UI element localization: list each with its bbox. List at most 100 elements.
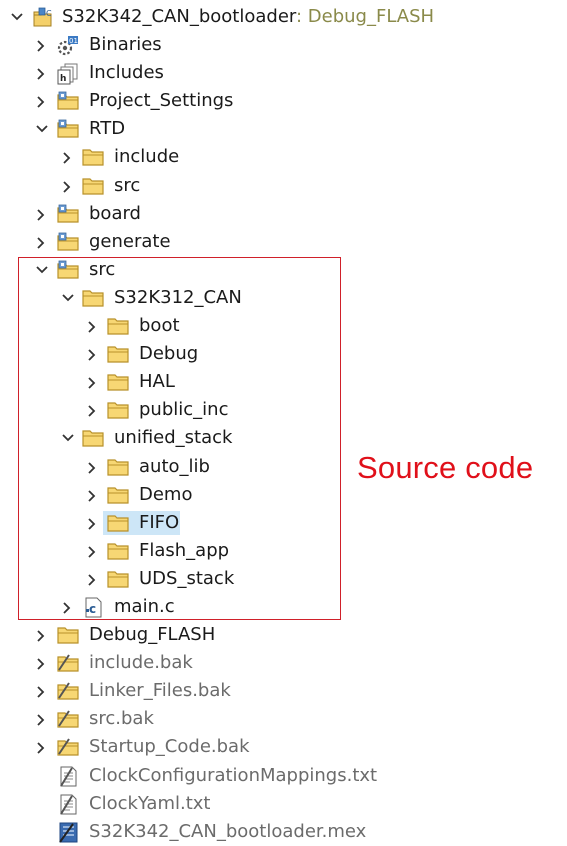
tree-label: Startup_Code.bak	[89, 736, 250, 758]
tree-row-public-inc[interactable]: public_inc	[0, 396, 567, 424]
tree-label: public_inc	[139, 399, 229, 421]
source-folder-icon	[57, 260, 79, 280]
chevron-right-icon[interactable]	[35, 59, 49, 87]
folder-icon	[107, 372, 129, 392]
tree-row-rtd[interactable]: RTD	[0, 115, 567, 143]
chevron-right-icon[interactable]	[35, 733, 49, 761]
source-folder-icon	[57, 91, 79, 111]
tree-label: src	[114, 174, 141, 196]
chevron-down-icon[interactable]	[35, 256, 49, 284]
tree-row-startup-code-bak[interactable]: Startup_Code.bak	[0, 733, 567, 761]
tree-label: Linker_Files.bak	[89, 680, 231, 702]
tree-row-include-bak[interactable]: include.bak	[0, 649, 567, 677]
excluded-text-file-icon	[59, 766, 81, 787]
chevron-right-icon[interactable]	[35, 621, 49, 649]
chevron-right-icon[interactable]	[86, 537, 100, 565]
tree-label: FIFO	[139, 511, 180, 533]
tree-label: src	[89, 258, 116, 280]
chevron-right-icon[interactable]	[35, 705, 49, 733]
chevron-right-icon[interactable]	[86, 340, 100, 368]
tree-row-debug-flash[interactable]: Debug_FLASH	[0, 621, 567, 649]
folder-icon	[82, 147, 104, 167]
source-folder-icon	[57, 204, 79, 224]
tree-label: board	[89, 202, 141, 224]
includes-icon: h	[57, 63, 79, 85]
folder-icon	[107, 513, 129, 533]
binaries-icon: 01	[56, 35, 78, 56]
tree-label: S32K342_CAN_bootloader.mex	[89, 820, 367, 842]
mex-config-file-icon	[59, 822, 81, 843]
chevron-down-icon[interactable]	[35, 115, 49, 143]
chevron-right-icon[interactable]	[61, 172, 75, 200]
chevron-right-icon[interactable]	[61, 143, 75, 171]
excluded-folder-icon	[57, 653, 79, 673]
chevron-down-icon[interactable]	[10, 3, 24, 31]
tree-label: Project_Settings	[89, 90, 234, 112]
tree-label: include	[114, 146, 180, 168]
tree-label: Debug_FLASH	[89, 624, 216, 646]
chevron-right-icon[interactable]	[35, 228, 49, 256]
tree-label: boot	[139, 315, 180, 337]
tree-row-uds-stack[interactable]: UDS_stack	[0, 565, 567, 593]
project-explorer-tree: C S32K342_CAN_bootloader: Debug_FLASH 01…	[0, 3, 567, 846]
tree-row-unified-stack[interactable]: unified_stack	[0, 424, 567, 452]
chevron-right-icon[interactable]	[35, 200, 49, 228]
tree-label: Debug	[139, 343, 199, 365]
tree-row-main-c[interactable]: c main.c	[0, 593, 567, 621]
tree-row-mex-file[interactable]: S32K342_CAN_bootloader.mex	[0, 818, 567, 846]
chevron-down-icon[interactable]	[61, 424, 75, 452]
tree-row-debug[interactable]: Debug	[0, 340, 567, 368]
tree-label: Includes	[89, 62, 164, 84]
tree-row-src-bak[interactable]: src.bak	[0, 705, 567, 733]
tree-row-hal[interactable]: HAL	[0, 368, 567, 396]
folder-icon	[82, 288, 104, 308]
tree-row-binaries[interactable]: 01 Binaries	[0, 31, 567, 59]
tree-row-flash-app[interactable]: Flash_app	[0, 537, 567, 565]
svg-text:C: C	[46, 9, 52, 18]
chevron-right-icon[interactable]	[35, 649, 49, 677]
tree-row-s32k312-can[interactable]: S32K312_CAN	[0, 284, 567, 312]
tree-label: S32K312_CAN	[114, 286, 242, 308]
tree-label: UDS_stack	[139, 567, 235, 589]
tree-label: Binaries	[89, 34, 162, 56]
chevron-right-icon[interactable]	[61, 593, 75, 621]
tree-row-clock-mappings[interactable]: ClockConfigurationMappings.txt	[0, 762, 567, 790]
tree-row-clock-yaml[interactable]: ClockYaml.txt	[0, 790, 567, 818]
chevron-right-icon[interactable]	[86, 509, 100, 537]
folder-icon	[107, 344, 129, 364]
tree-label: ClockYaml.txt	[89, 792, 211, 814]
tree-label: Demo	[139, 483, 193, 505]
tree-row-project-settings[interactable]: Project_Settings	[0, 87, 567, 115]
project-build-config: : Debug_FLASH	[295, 6, 435, 27]
tree-row-demo[interactable]: Demo	[0, 481, 567, 509]
chevron-right-icon[interactable]	[86, 453, 100, 481]
folder-icon	[107, 485, 129, 505]
chevron-right-icon[interactable]	[86, 481, 100, 509]
tree-row-linker-files-bak[interactable]: Linker_Files.bak	[0, 677, 567, 705]
folder-icon	[107, 569, 129, 589]
excluded-text-file-icon	[59, 794, 81, 815]
chevron-right-icon[interactable]	[35, 677, 49, 705]
tree-row-rtd-include[interactable]: include	[0, 143, 567, 171]
chevron-right-icon[interactable]	[86, 565, 100, 593]
tree-row-generate[interactable]: generate	[0, 228, 567, 256]
svg-text:c: c	[89, 602, 96, 616]
chevron-right-icon[interactable]	[86, 368, 100, 396]
chevron-right-icon[interactable]	[86, 396, 100, 424]
tree-row-includes[interactable]: h Includes	[0, 59, 567, 87]
tree-row-boot[interactable]: boot	[0, 312, 567, 340]
chevron-right-icon[interactable]	[35, 31, 49, 59]
folder-icon	[82, 176, 104, 196]
tree-row-fifo[interactable]: FIFO	[0, 509, 567, 537]
tree-row-project[interactable]: C S32K342_CAN_bootloader: Debug_FLASH	[0, 3, 567, 31]
source-code-highlight-box	[18, 257, 341, 620]
chevron-right-icon[interactable]	[86, 312, 100, 340]
tree-row-rtd-src[interactable]: src	[0, 172, 567, 200]
tree-row-src[interactable]: src	[0, 256, 567, 284]
tree-row-auto-lib[interactable]: auto_lib	[0, 453, 567, 481]
chevron-down-icon[interactable]	[61, 284, 75, 312]
chevron-right-icon[interactable]	[35, 87, 49, 115]
excluded-folder-icon	[57, 737, 79, 757]
project-name: S32K342_CAN_bootloader	[62, 6, 296, 27]
tree-row-board[interactable]: board	[0, 200, 567, 228]
